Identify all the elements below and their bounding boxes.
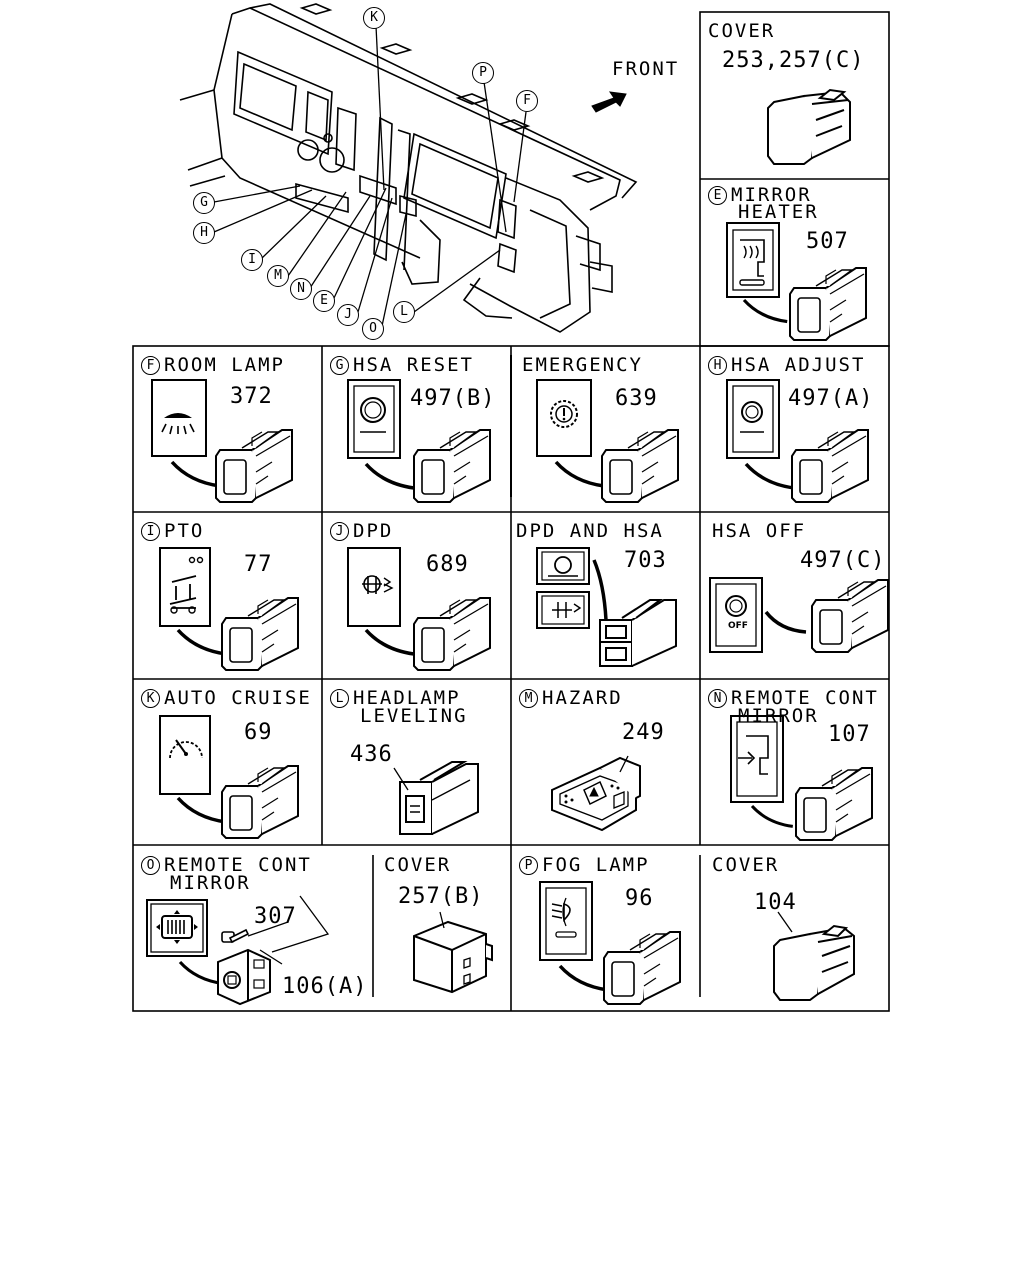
cover-104-title: COVER [712, 854, 780, 876]
hsa-adjust-part-number[interactable]: 497(A) [788, 386, 874, 411]
mirror-heater-title-line2: HEATER [738, 201, 819, 223]
hsa-off-icon-text: OFF [728, 621, 748, 631]
callout-p[interactable]: P [472, 62, 494, 84]
remote-cont-mirror-n-title-line2: MIRROR [738, 705, 819, 727]
letter-badge-l: L [330, 689, 349, 708]
remote-cont-mirror-o-title-line2: MIRROR [170, 872, 251, 894]
letter-badge-k: K [141, 689, 160, 708]
callout-g[interactable]: G [193, 192, 215, 214]
letter-badge-m: M [519, 689, 538, 708]
remote-cont-mirror-screw-part-number[interactable]: 307 [254, 904, 297, 929]
cover-b-part-number[interactable]: 257(B) [398, 884, 484, 909]
hsa-off-title: HSA OFF [712, 520, 807, 542]
callout-k[interactable]: K [363, 7, 385, 29]
headlamp-leveling-part-number[interactable]: 436 [350, 742, 393, 767]
cover-b-title: COVER [384, 854, 452, 876]
mirror-heater-part-number[interactable]: 507 [806, 229, 849, 254]
letter-badge-g: G [330, 356, 349, 375]
dpd-part-number[interactable]: 689 [426, 552, 469, 577]
mirror-heater-illustration [726, 222, 867, 341]
letter-badge-i: I [141, 522, 160, 541]
auto-cruise-part-number[interactable]: 69 [244, 720, 273, 745]
dashboard-sketch [179, 3, 638, 333]
hsa-off-part-number[interactable]: 497(C) [800, 548, 886, 573]
callout-e[interactable]: E [313, 290, 335, 312]
callout-m[interactable]: M [267, 265, 289, 287]
callout-l[interactable]: L [393, 301, 415, 323]
room-lamp-part-number[interactable]: 372 [230, 384, 273, 409]
callout-h[interactable]: H [193, 222, 215, 244]
callout-j[interactable]: J [337, 304, 359, 326]
letter-badge-j: J [330, 522, 349, 541]
pto-part-number[interactable]: 77 [244, 552, 273, 577]
dpd-and-hsa-title: DPD AND HSA [516, 520, 664, 542]
cover-104-part-number[interactable]: 104 [754, 890, 797, 915]
cover-top-part-number[interactable]: 253,257(C) [722, 48, 865, 73]
fog-lamp-part-number[interactable]: 96 [625, 886, 654, 911]
letter-badge-n: N [708, 689, 727, 708]
callout-f[interactable]: F [516, 90, 538, 112]
callout-n[interactable]: N [290, 278, 312, 300]
callout-i[interactable]: I [241, 249, 263, 271]
front-direction-label: FRONT [612, 58, 680, 80]
headlamp-leveling-title-line2: LEVELING [360, 705, 468, 727]
letter-badge-p: P [519, 856, 538, 875]
emergency-title: EMERGENCY [522, 354, 643, 376]
hsa-reset-part-number[interactable]: 497(B) [410, 386, 496, 411]
cover-top-title: COVER [708, 20, 776, 42]
remote-cont-mirror-switch-part-number[interactable]: 106(A) [282, 974, 368, 999]
emergency-part-number[interactable]: 639 [615, 386, 658, 411]
dpd-and-hsa-part-number[interactable]: 703 [624, 548, 667, 573]
letter-badge-o: O [141, 856, 160, 875]
hazard-part-number[interactable]: 249 [622, 720, 665, 745]
remote-cont-mirror-n-part-number[interactable]: 107 [828, 722, 871, 747]
callout-o[interactable]: O [362, 318, 384, 340]
letter-badge-f: F [141, 356, 160, 375]
letter-badge-e: E [708, 186, 727, 205]
letter-badge-h: H [708, 356, 727, 375]
